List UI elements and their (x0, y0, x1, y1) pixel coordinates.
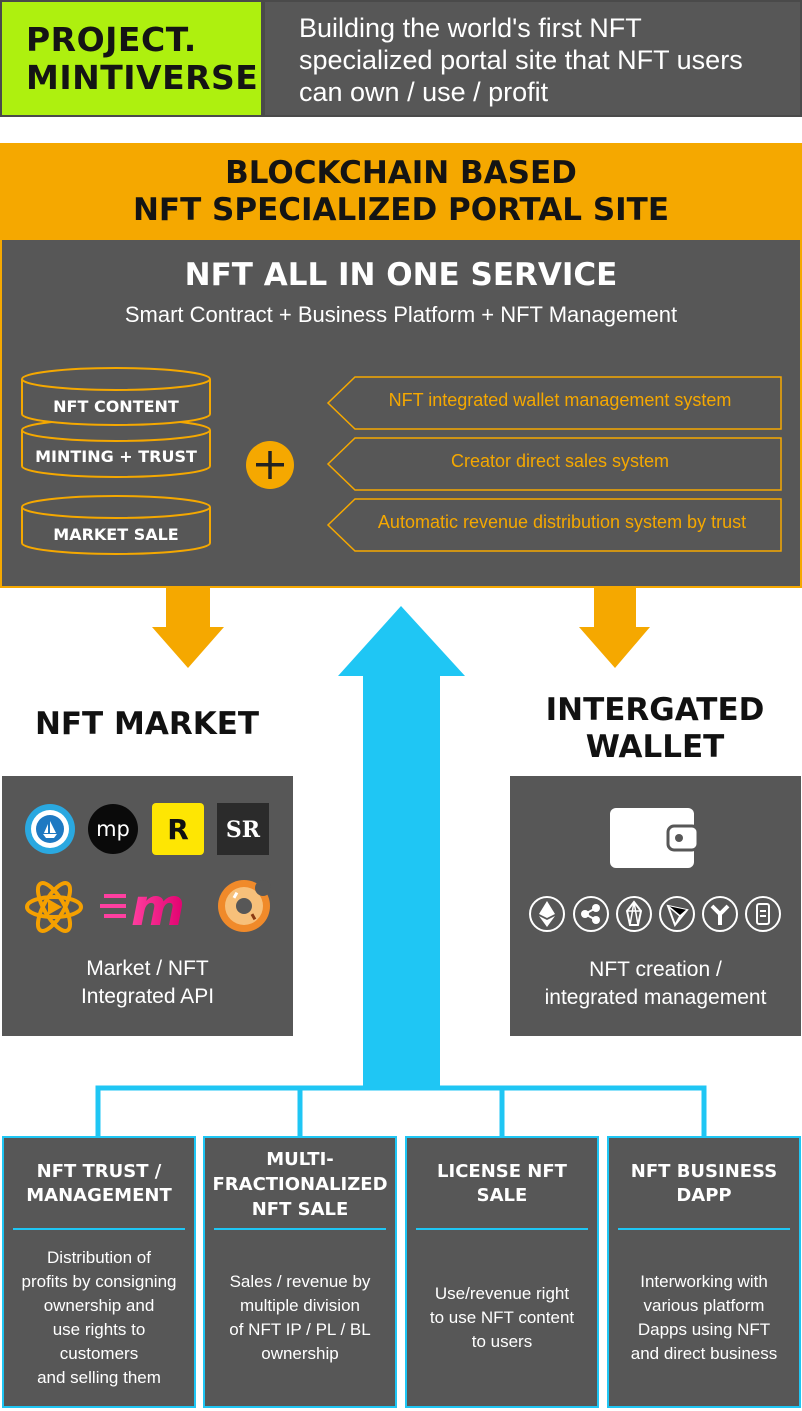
market-caption-line-1: Market / NFT (86, 957, 209, 980)
brand-line-1: PROJECT. (26, 19, 197, 59)
feature-label-wallet: NFT integrated wallet management system (388, 390, 732, 410)
donut-logo (216, 878, 272, 934)
service-box-desc: to users (471, 1332, 533, 1351)
makersplace-logo: m (100, 878, 195, 938)
makersplace-logo-text: m (131, 880, 185, 932)
down-arrow-right (579, 588, 650, 668)
brand-line-2: MINTIVERSE (26, 57, 259, 97)
service-box-title: MANAGEMENT (26, 1185, 172, 1206)
tron-icon (659, 896, 695, 932)
feature-boxes (326, 376, 782, 552)
feature-label-sales: Creator direct sales system (450, 451, 670, 471)
service-box-divider (13, 1228, 185, 1230)
service-box-divider (618, 1228, 790, 1230)
service-box-title: NFT SALE (251, 1199, 349, 1220)
service-box-title: NFT BUSINESS (630, 1161, 778, 1182)
service-box-desc: various platform (643, 1296, 765, 1315)
yearn-icon (702, 896, 738, 932)
service-box-desc: Dapps using NFT (637, 1320, 771, 1339)
feature-label-revenue: Automatic revenue distribution system by… (377, 512, 747, 532)
wallet-title-line-2: WALLET (585, 729, 725, 765)
service-box-desc: to use NFT content (429, 1308, 575, 1327)
service-box-license: LICENSE NFT SALE Use/revenue right to us… (405, 1136, 599, 1408)
service-box-desc: use rights to (52, 1320, 146, 1339)
wallet-title-line-1: INTERGATED (545, 692, 765, 728)
ethereum-icon (529, 896, 565, 932)
up-arrow (338, 606, 465, 1086)
feature-box-2 (326, 437, 782, 491)
service-box-desc: profits by consigning (21, 1272, 177, 1291)
stack-label-content: NFT CONTENT (53, 397, 179, 416)
market-caption-line-2: Integrated API (80, 985, 215, 1008)
eos-icon (616, 896, 652, 932)
mintable-logo-text: mp (96, 817, 130, 841)
service-box-desc: multiple division (240, 1296, 360, 1315)
service-box-dapp: NFT BUSINESS DAPP Interworking with vari… (607, 1136, 801, 1408)
mintable-logo: mp (87, 803, 139, 855)
service-box-desc: Sales / revenue by (229, 1272, 371, 1291)
down-arrow-left (152, 588, 224, 668)
wallet-icon (608, 806, 700, 870)
connector-lines (95, 1085, 707, 1136)
feature-box-1 (326, 376, 782, 430)
rarible-logo-text: R (167, 813, 189, 846)
rarible-logo: R (152, 803, 204, 855)
wallet-caption-line-1: NFT creation / (589, 958, 722, 981)
stack-label-minting: MINTING + TRUST (35, 447, 197, 466)
service-subtitle: Smart Contract + Business Platform + NFT… (124, 302, 678, 327)
service-box-desc: of NFT IP / PL / BL (229, 1320, 371, 1339)
ripple-icon (573, 896, 609, 932)
plus-icon (246, 441, 294, 489)
service-box-title: LICENSE NFT (437, 1161, 567, 1182)
wallet-caption-line-2: integrated management (544, 986, 767, 1009)
service-box-desc: customers (59, 1344, 139, 1363)
service-box-title: DAPP (676, 1185, 732, 1206)
cylinder-stack (21, 367, 211, 555)
service-title: NFT ALL IN ONE SERVICE (184, 257, 618, 293)
service-box-divider (214, 1228, 386, 1230)
brand-block: PROJECT. MINTIVERSE (0, 0, 263, 117)
wallet-chip-icon (745, 896, 781, 932)
service-box-divider (416, 1228, 588, 1230)
tagline-block: Building the world's first NFT specializ… (263, 0, 802, 117)
service-box-desc: ownership and (43, 1296, 155, 1315)
tagline-line-2: specialized portal site that NFT users (299, 45, 743, 75)
tagline-line-3: can own / use / profit (299, 77, 549, 107)
superrare-logo: SR (217, 803, 269, 855)
market-title: NFT MARKET (34, 706, 260, 742)
service-box-title: SALE (476, 1185, 528, 1206)
stack-label-market: MARKET SALE (53, 525, 178, 544)
tagline-line-1: Building the world's first NFT (299, 13, 642, 43)
service-box-desc: and selling them (37, 1368, 161, 1387)
service-box-title: MULTI- (266, 1149, 334, 1170)
service-box-title: NFT TRUST / (36, 1161, 162, 1182)
service-box-desc: Interworking with (640, 1272, 768, 1291)
opensea-logo (24, 803, 76, 855)
service-box-trust: NFT TRUST / MANAGEMENT Distribution of p… (2, 1136, 196, 1408)
feature-box-3 (326, 498, 782, 552)
portal-banner-line-2: NFT SPECIALIZED PORTAL SITE (132, 192, 670, 228)
down-arrows (152, 588, 650, 668)
superrare-logo-text: SR (226, 817, 261, 843)
service-box-fractional: MULTI- FRACTIONALIZED NFT SALE Sales / r… (203, 1136, 397, 1408)
service-box-desc: ownership (261, 1344, 339, 1363)
service-box-desc: Use/revenue right (434, 1284, 570, 1303)
service-box-desc: Distribution of (47, 1248, 151, 1267)
atomic-logo (24, 877, 84, 937)
service-box-title: FRACTIONALIZED (212, 1174, 388, 1195)
portal-banner-line-1: BLOCKCHAIN BASED (225, 155, 577, 191)
portal-banner: BLOCKCHAIN BASED NFT SPECIALIZED PORTAL … (0, 143, 802, 240)
service-box-desc: and direct business (630, 1344, 778, 1363)
